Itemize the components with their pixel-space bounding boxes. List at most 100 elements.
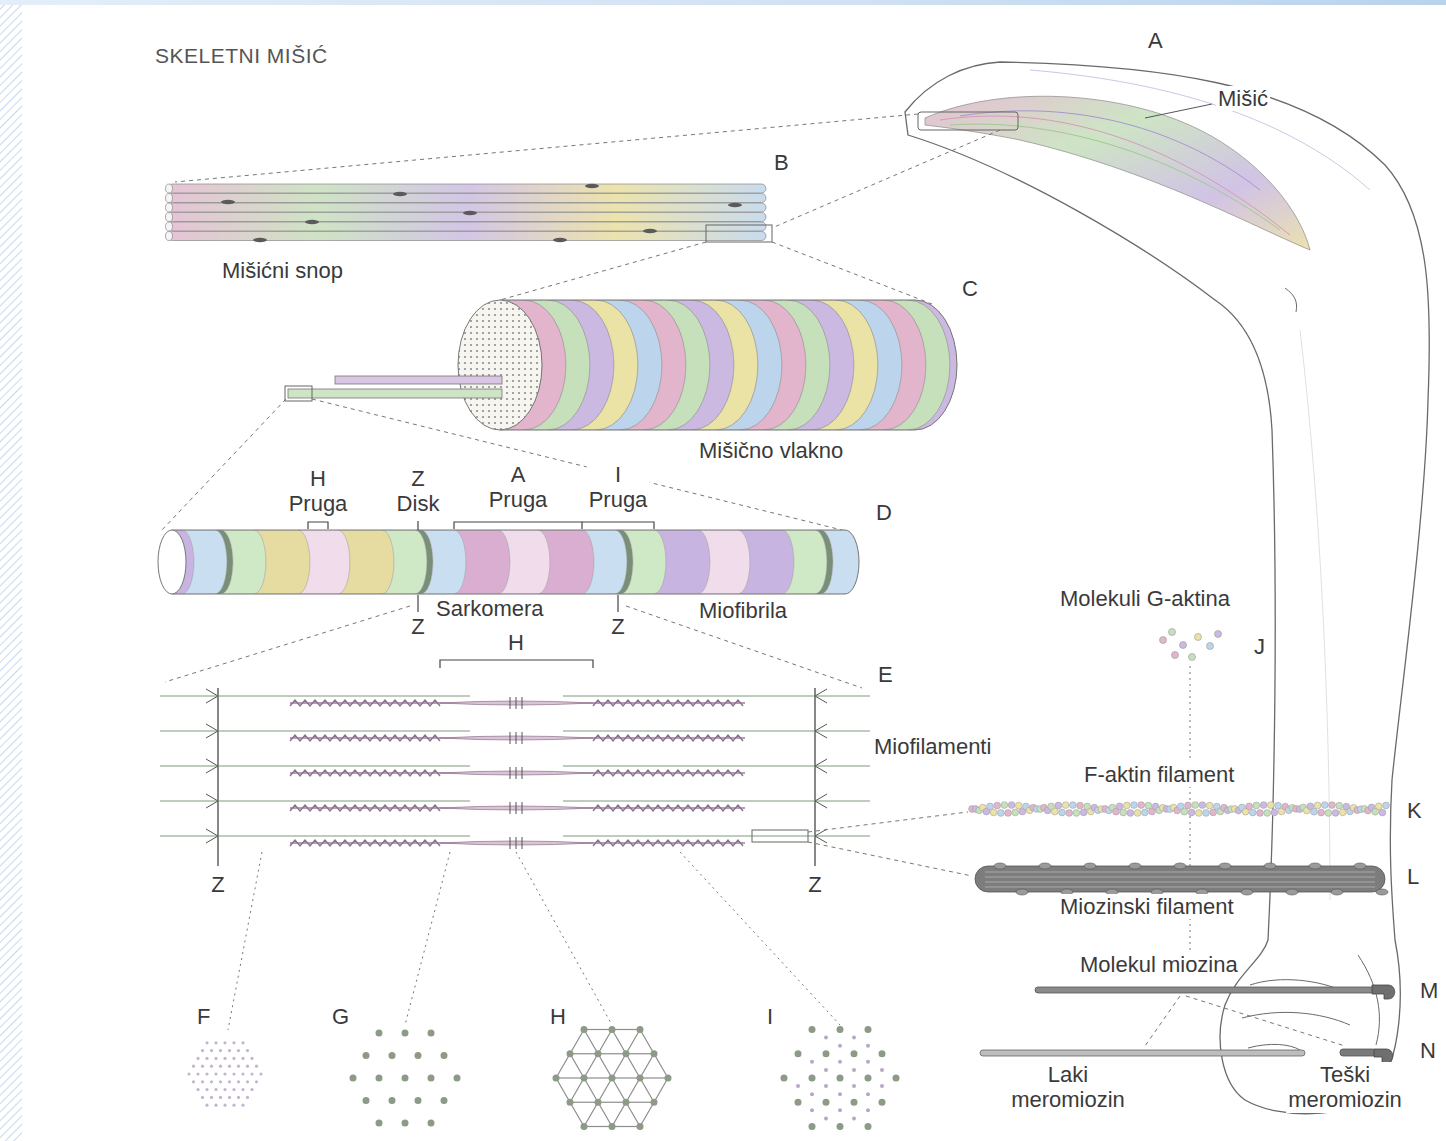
actin-dot (214, 1041, 217, 1044)
myosin-dot (376, 1029, 383, 1036)
actin-dot (205, 1057, 208, 1060)
myosin-head (1219, 863, 1231, 869)
actin-bead (1005, 810, 1012, 817)
part-label: Laki meromiozin (1009, 1062, 1127, 1113)
actin-dot (223, 1088, 226, 1091)
z-connector (815, 794, 827, 808)
actin-bead (997, 810, 1004, 817)
actin-bead (1069, 802, 1076, 809)
lattice-line (654, 1054, 668, 1078)
actin-bead (1253, 802, 1260, 809)
actin-dot (880, 1068, 884, 1072)
muscle-fiber (950, 124, 1280, 230)
myosin-dot (595, 1099, 602, 1106)
myosin-dot (809, 1026, 816, 1033)
actin-filament (160, 696, 218, 697)
myosin-heads (290, 840, 440, 846)
actin-filament (815, 836, 870, 837)
actin-bead (1210, 809, 1217, 816)
nucleus (553, 238, 567, 242)
lattice-line (570, 1078, 584, 1102)
actin-bead (1314, 802, 1321, 809)
myosin-dot (454, 1075, 461, 1082)
z-connector (815, 689, 827, 703)
zoom-line (808, 842, 972, 876)
myofibril-end (158, 530, 186, 594)
band-bracket (308, 522, 328, 529)
actin-dot (237, 1080, 240, 1083)
nucleus (643, 229, 657, 233)
myosin-dot (637, 1123, 644, 1130)
muscle-fiber (940, 116, 1290, 235)
g-actin-bead (1189, 654, 1196, 661)
actin-dot (796, 1084, 800, 1088)
myosin-dot (651, 1099, 658, 1106)
actin-bead (1329, 802, 1336, 809)
lattice-line (626, 1030, 640, 1054)
callout-letter: C (960, 276, 980, 301)
actin-bead (1134, 810, 1141, 817)
lattice-line (598, 1053, 626, 1054)
myosin-dot (665, 1075, 672, 1082)
actin-bead (1257, 810, 1264, 817)
sarcomere-band (1054, 530, 1110, 594)
lattice-line (626, 1078, 640, 1102)
callout-letter: N (1418, 1038, 1438, 1063)
striation-band (956, 300, 1022, 430)
callout-letter: B (772, 150, 791, 175)
myosin-dot (781, 1075, 788, 1082)
part-label: Miozinski filament (1058, 894, 1236, 919)
zoom-box (285, 386, 312, 401)
fiber-end (166, 184, 173, 193)
myosin-dot (623, 1099, 630, 1106)
actin-filament (218, 801, 470, 802)
part-label: Mišično vlakno (697, 438, 845, 463)
actin-dot (232, 1088, 235, 1091)
sarcomere-band (698, 530, 750, 594)
nucleus (305, 220, 319, 224)
actin-bead (1120, 809, 1127, 816)
myosin-strand (985, 872, 1375, 873)
myosin-dot (837, 1026, 844, 1033)
myosin-dot (567, 1050, 574, 1057)
m-line (510, 837, 511, 849)
lattice-line (584, 1029, 612, 1030)
actin-bead (1127, 810, 1134, 817)
actin-filament (160, 801, 218, 802)
myosin-dot (879, 1099, 886, 1106)
myofilaments (160, 688, 870, 866)
actin-bead (1379, 809, 1386, 816)
actin-dot (223, 1041, 226, 1044)
muscle-fiber (168, 194, 766, 203)
lattice-line (598, 1030, 612, 1054)
actin-dot (241, 1072, 244, 1075)
myosin-dot (402, 1075, 409, 1082)
finger-line (1248, 1044, 1300, 1050)
actin-bead (1051, 808, 1058, 815)
lattice-line (640, 1078, 654, 1102)
actin-dot (223, 1057, 226, 1060)
myosin-head (1129, 863, 1141, 869)
myosin-dot (837, 1123, 844, 1130)
band-bracket (454, 522, 582, 529)
m-line (522, 697, 523, 709)
m-line (510, 697, 511, 709)
sarcomere-band (298, 530, 350, 594)
g-actin-molecules (1160, 629, 1222, 661)
actin-dot (250, 1072, 253, 1075)
myosin-dot (441, 1052, 448, 1059)
myosin-head (994, 863, 1006, 869)
actin-filament (563, 766, 815, 767)
actin-dot (232, 1072, 235, 1075)
z-connector (815, 724, 827, 738)
z-line (814, 688, 815, 866)
callout-letter: I (765, 1004, 775, 1029)
sarcomere-band (382, 530, 427, 594)
callout-letter: L (1405, 864, 1421, 889)
actin-bead (1325, 810, 1332, 817)
fiber-end (166, 213, 173, 222)
sarcomere-band (1021, 530, 1066, 594)
callout-letter: E (876, 662, 895, 687)
myosin-heads (593, 735, 743, 741)
lattice-line (570, 1030, 584, 1054)
